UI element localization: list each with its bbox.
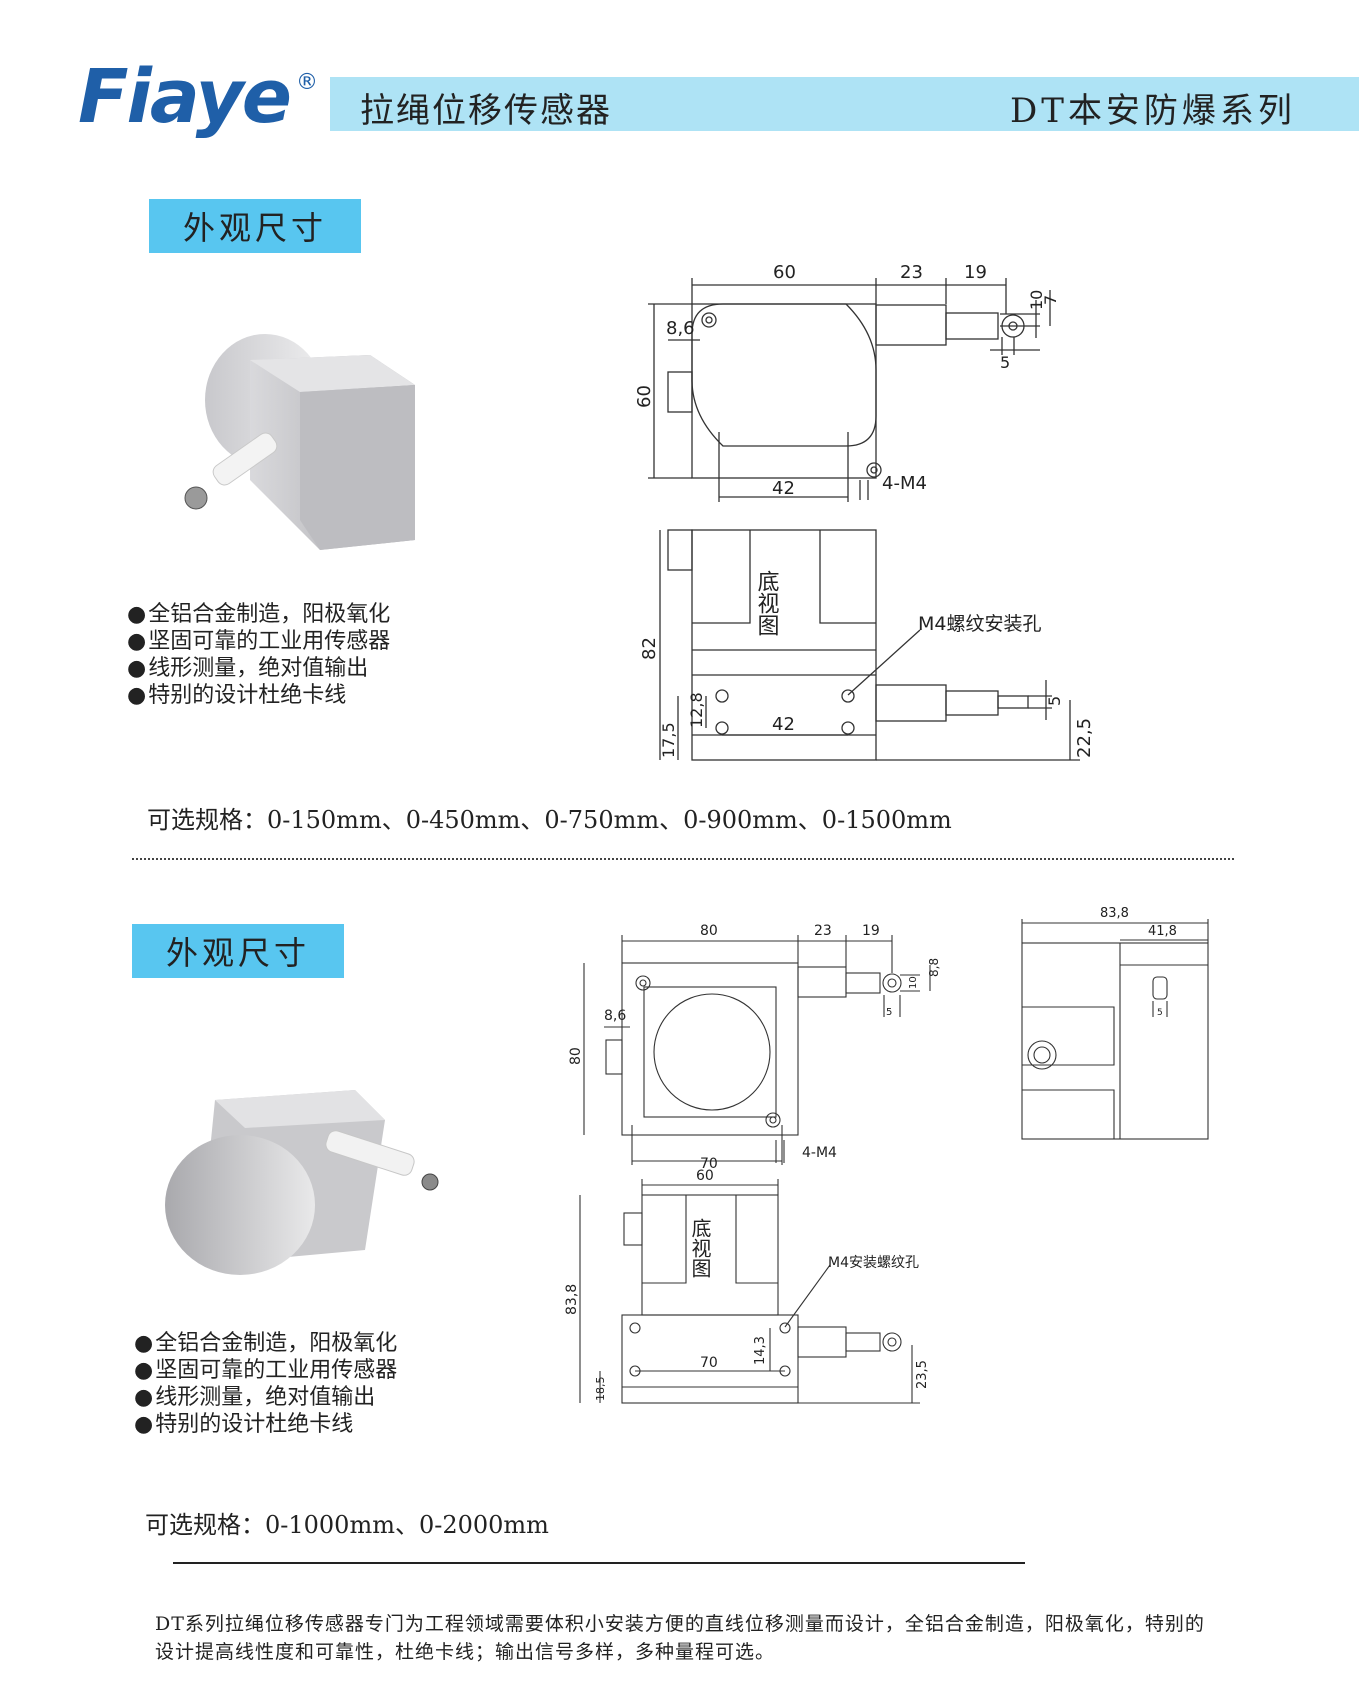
dim-label: 4-M4 — [802, 1145, 837, 1161]
dim-label: 17,5 — [659, 722, 678, 758]
feature-item: 坚固可靠的工业用传感器 — [127, 628, 390, 655]
dim-label: 7 — [1041, 295, 1060, 305]
dim-label: 18,5 — [594, 1377, 607, 1402]
top-view-body — [621, 962, 799, 1136]
feature-item: 坚固可靠的工业用传感器 — [134, 1357, 397, 1384]
feature-item: 线形测量，绝对值输出 — [127, 655, 390, 682]
feature-item: 特别的设计杜绝卡线 — [134, 1411, 397, 1438]
section2-spec: 可选规格：0-1000mm、0-2000mm — [145, 1511, 549, 1539]
header-band — [330, 77, 1359, 131]
dim-label: 70 — [700, 1156, 718, 1172]
dim-label: 23 — [900, 262, 923, 283]
section1-drawing: 60 23 19 10 7 5 8,6 60 42 4-M4 底视图 M4螺纹安… — [634, 262, 1095, 761]
footer-divider — [173, 1562, 1025, 1564]
section-divider — [132, 858, 1234, 860]
dim-label: 22,5 — [1074, 718, 1095, 758]
feature-item: 全铝合金制造，阳极氧化 — [134, 1330, 397, 1357]
product-photo-2 — [165, 1090, 439, 1275]
hole-note: M4螺纹安装孔 — [918, 613, 1041, 635]
page-title: 拉绳位移传感器 — [360, 91, 612, 131]
dim-label: 83,8 — [1100, 906, 1129, 921]
dim-label: 83,8 — [564, 1284, 580, 1315]
series-title: DT本安防爆系列 — [1010, 91, 1296, 131]
dim-label: 12,8 — [687, 692, 706, 728]
dim-label: 23,5 — [915, 1360, 930, 1389]
dim-label: 70 — [700, 1355, 718, 1371]
product-photo-1 — [184, 334, 415, 550]
dim-label: 42 — [772, 714, 795, 735]
section1-features: 全铝合金制造，阳极氧化 坚固可靠的工业用传感器 线形测量，绝对值输出 特别的设计… — [127, 601, 390, 709]
footer-description: DT系列拉绳位移传感器专门为工程领域需要体积小安装方便的直线位移测量而设计，全铝… — [155, 1613, 1205, 1663]
top-view-drum — [691, 303, 877, 447]
section2-features: 全铝合金制造，阳极氧化 坚固可靠的工业用传感器 线形测量，绝对值输出 特别的设计… — [134, 1330, 397, 1438]
dim-label: 5 — [1000, 353, 1010, 372]
dim-label: 60 — [773, 262, 796, 283]
bottom-view-label: 底视图 — [754, 570, 780, 636]
side-view-body — [1021, 942, 1209, 1140]
brand-logo: Fiaye — [78, 54, 292, 140]
dim-label: 10 — [908, 976, 919, 989]
dim-label: 10 — [1027, 290, 1046, 310]
hole-note: M4安装螺纹孔 — [828, 1255, 919, 1271]
bottom-view-body — [691, 529, 877, 761]
dim-label: 8,6 — [604, 1008, 626, 1024]
dim-label: 82 — [639, 637, 660, 660]
dim-label: 23 — [814, 923, 832, 939]
dim-label: 80 — [700, 923, 718, 939]
section2-drawing: 80 23 19 10 8,8 5 8,6 80 70 4-M4 83,8 41… — [564, 906, 1209, 1404]
dim-label: 5 — [1045, 696, 1064, 706]
feature-item: 线形测量，绝对值输出 — [134, 1384, 397, 1411]
section1-label: 外观尺寸 — [149, 199, 361, 253]
dim-label: 8,6 — [666, 318, 695, 339]
dim-label: 14,3 — [753, 1336, 768, 1365]
section1-spec: 可选规格：0-150mm、0-450mm、0-750mm、0-900mm、0-1… — [147, 806, 952, 834]
bottom-view-label: 底视图 — [688, 1218, 712, 1278]
dim-label: 41,8 — [1148, 924, 1177, 939]
dim-label: 8,8 — [927, 958, 941, 977]
dim-label: 5 — [1157, 1008, 1163, 1018]
feature-item: 全铝合金制造，阳极氧化 — [127, 601, 390, 628]
dim-label: 19 — [862, 923, 880, 939]
dim-label: 42 — [772, 478, 795, 499]
dim-label: 5 — [886, 1007, 892, 1018]
dim-label: 19 — [964, 262, 987, 283]
dim-label: 60 — [634, 385, 655, 408]
feature-item: 特别的设计杜绝卡线 — [127, 682, 390, 709]
dim-label: 60 — [696, 1168, 714, 1184]
registered-mark: ® — [296, 70, 318, 95]
dim-label: 80 — [568, 1047, 584, 1065]
section2-label: 外观尺寸 — [132, 924, 344, 978]
dim-label: 4-M4 — [882, 473, 927, 494]
